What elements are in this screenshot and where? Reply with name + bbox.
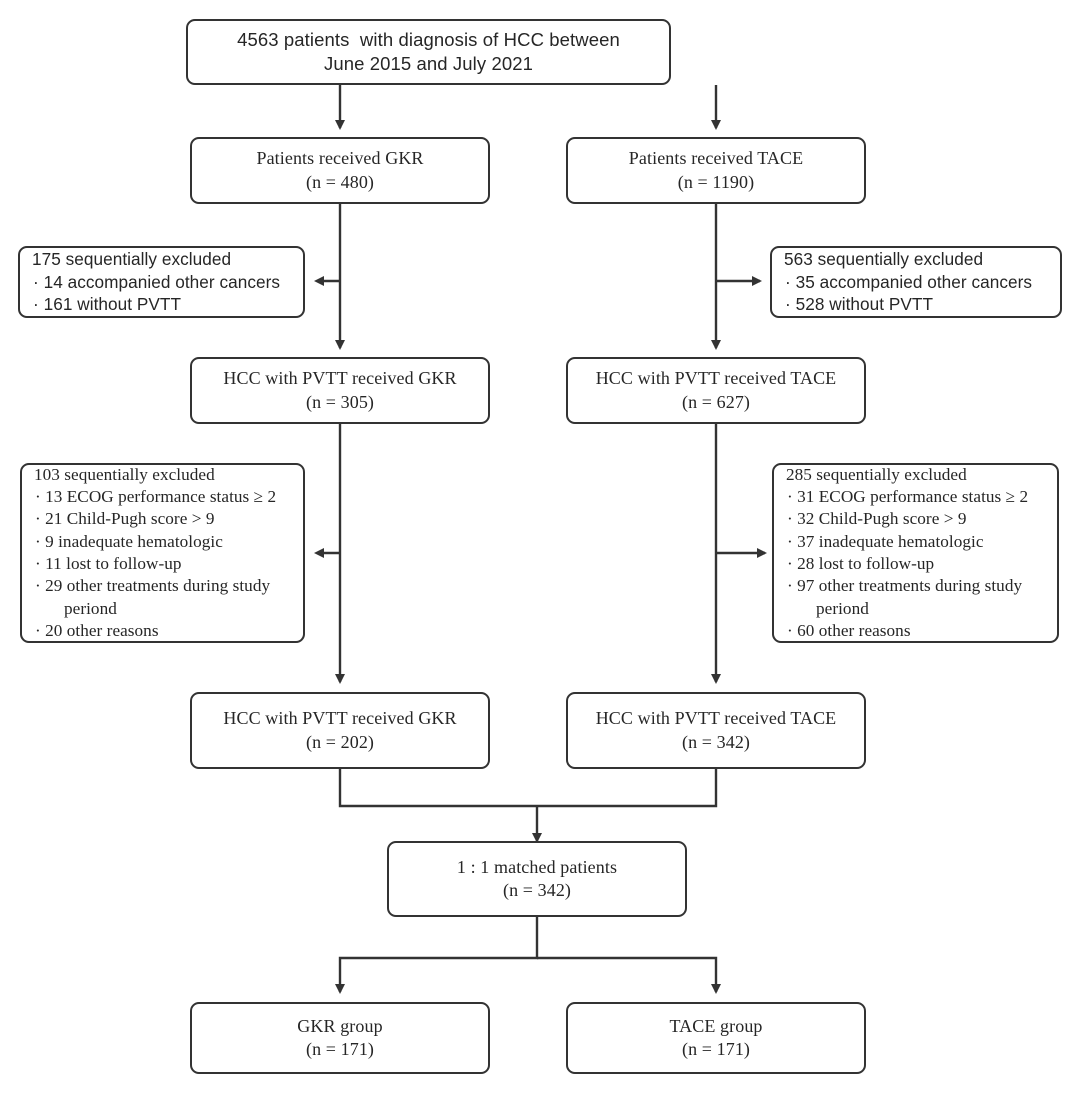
tace-eligible-line-1: HCC with PVTT received TACE [595, 708, 837, 729]
node-gkr-eligible: HCC with PVTT received GKR (n = 202) [190, 692, 490, 769]
tace-group-line-2: (n = 171) [681, 1039, 751, 1059]
tace-exclusion-2-item-4: · 28 lost to follow-up [787, 554, 935, 573]
tace-exclusion-2-item-5-cont: periond [816, 598, 869, 618]
node-gkr-group: GKR group (n = 171) [190, 1002, 490, 1074]
tace-exclusion-1-item-1: · 35 accompanied other cancers [785, 271, 1033, 292]
gkr-received-line-2: (n = 480) [305, 171, 375, 192]
tace-pvtt-line-1: HCC with PVTT received TACE [595, 368, 837, 389]
gkr-exclusion-2-header: 103 sequentially excluded [34, 464, 215, 484]
tace-received-line-1: Patients received TACE [628, 148, 804, 169]
matched-line-2: (n = 342) [502, 880, 572, 900]
edge-matched-split-right [537, 956, 721, 994]
tace-group-line-1: TACE group [669, 1015, 763, 1036]
gkr-eligible-line-1: HCC with PVTT received GKR [223, 708, 457, 729]
node-gkr-exclusion-1: 175 sequentially excluded · 14 accompani… [18, 246, 305, 318]
tace-exclusion-2-header: 285 sequentially excluded [786, 464, 967, 484]
edge-matched-split [335, 917, 539, 994]
gkr-eligible-line-2: (n = 202) [305, 731, 375, 752]
tace-pvtt-line-2: (n = 627) [681, 391, 751, 412]
tace-exclusion-1-item-2: · 528 without PVTT [785, 294, 934, 315]
gkr-exclusion-2-item-4: · 11 lost to follow-up [35, 554, 182, 573]
tace-exclusion-1-header: 563 sequentially excluded [784, 249, 984, 270]
edge-merge-to-matched [338, 769, 718, 808]
tace-eligible-line-2: (n = 342) [681, 731, 751, 752]
tace-exclusion-2-item-2: · 32 Child-Pugh score > 9 [787, 509, 967, 529]
gkr-exclusion-2-item-6: · 20 other reasons [35, 621, 159, 641]
gkr-exclusion-2-item-5-cont: periond [64, 598, 117, 618]
node-matched: 1 : 1 matched patients (n = 342) [387, 841, 687, 917]
gkr-exclusion-2-item-1: · 13 ECOG performance status ≥ 2 [35, 486, 277, 506]
node-gkr-pvtt: HCC with PVTT received GKR (n = 305) [190, 357, 490, 424]
node-gkr-exclusion-2: 103 sequentially excluded · 13 ECOG perf… [20, 463, 305, 643]
gkr-group-line-2: (n = 171) [305, 1039, 375, 1059]
tace-exclusion-2-item-1: · 31 ECOG performance status ≥ 2 [787, 486, 1029, 506]
tace-exclusion-2-item-6: · 60 other reasons [787, 621, 911, 641]
tace-exclusion-2-item-5: · 97 other treatments during study [787, 576, 1023, 596]
node-tace-eligible: HCC with PVTT received TACE (n = 342) [566, 692, 866, 769]
gkr-exclusion-1-header: 175 sequentially excluded [32, 249, 232, 270]
gkr-exclusion-2-item-2: · 21 Child-Pugh score > 9 [35, 509, 215, 529]
gkr-exclusion-1-item-1: · 14 accompanied other cancers [33, 271, 281, 292]
node-tace-pvtt: HCC with PVTT received TACE (n = 627) [566, 357, 866, 424]
node-tace-group: TACE group (n = 171) [566, 1002, 866, 1074]
gkr-exclusion-2-item-5: · 29 other treatments during study [35, 576, 271, 596]
node-tace-exclusion-1: 563 sequentially excluded · 35 accompani… [770, 246, 1062, 318]
gkr-received-line-1: Patients received GKR [256, 148, 424, 169]
node-tace-exclusion-2: 285 sequentially excluded · 31 ECOG perf… [772, 463, 1059, 643]
enrollment-line-1: 4563 patients with diagnosis of HCC betw… [237, 28, 620, 50]
gkr-group-line-1: GKR group [297, 1015, 383, 1036]
gkr-exclusion-2-item-3: · 9 inadequate hematologic [35, 531, 223, 551]
gkr-pvtt-line-1: HCC with PVTT received GKR [223, 368, 457, 389]
node-tace-received: Patients received TACE (n = 1190) [566, 137, 866, 204]
enrollment-line-2: June 2015 and July 2021 [323, 53, 534, 74]
gkr-exclusion-1-item-2: · 161 without PVTT [33, 294, 182, 315]
tace-exclusion-2-item-3: · 37 inadequate hematologic [787, 531, 984, 551]
matched-line-1: 1 : 1 matched patients [456, 856, 618, 877]
tace-received-line-2: (n = 1190) [677, 171, 755, 192]
gkr-pvtt-line-2: (n = 305) [305, 391, 375, 412]
node-enrollment: 4563 patients with diagnosis of HCC betw… [186, 19, 671, 85]
node-gkr-received: Patients received GKR (n = 480) [190, 137, 490, 204]
